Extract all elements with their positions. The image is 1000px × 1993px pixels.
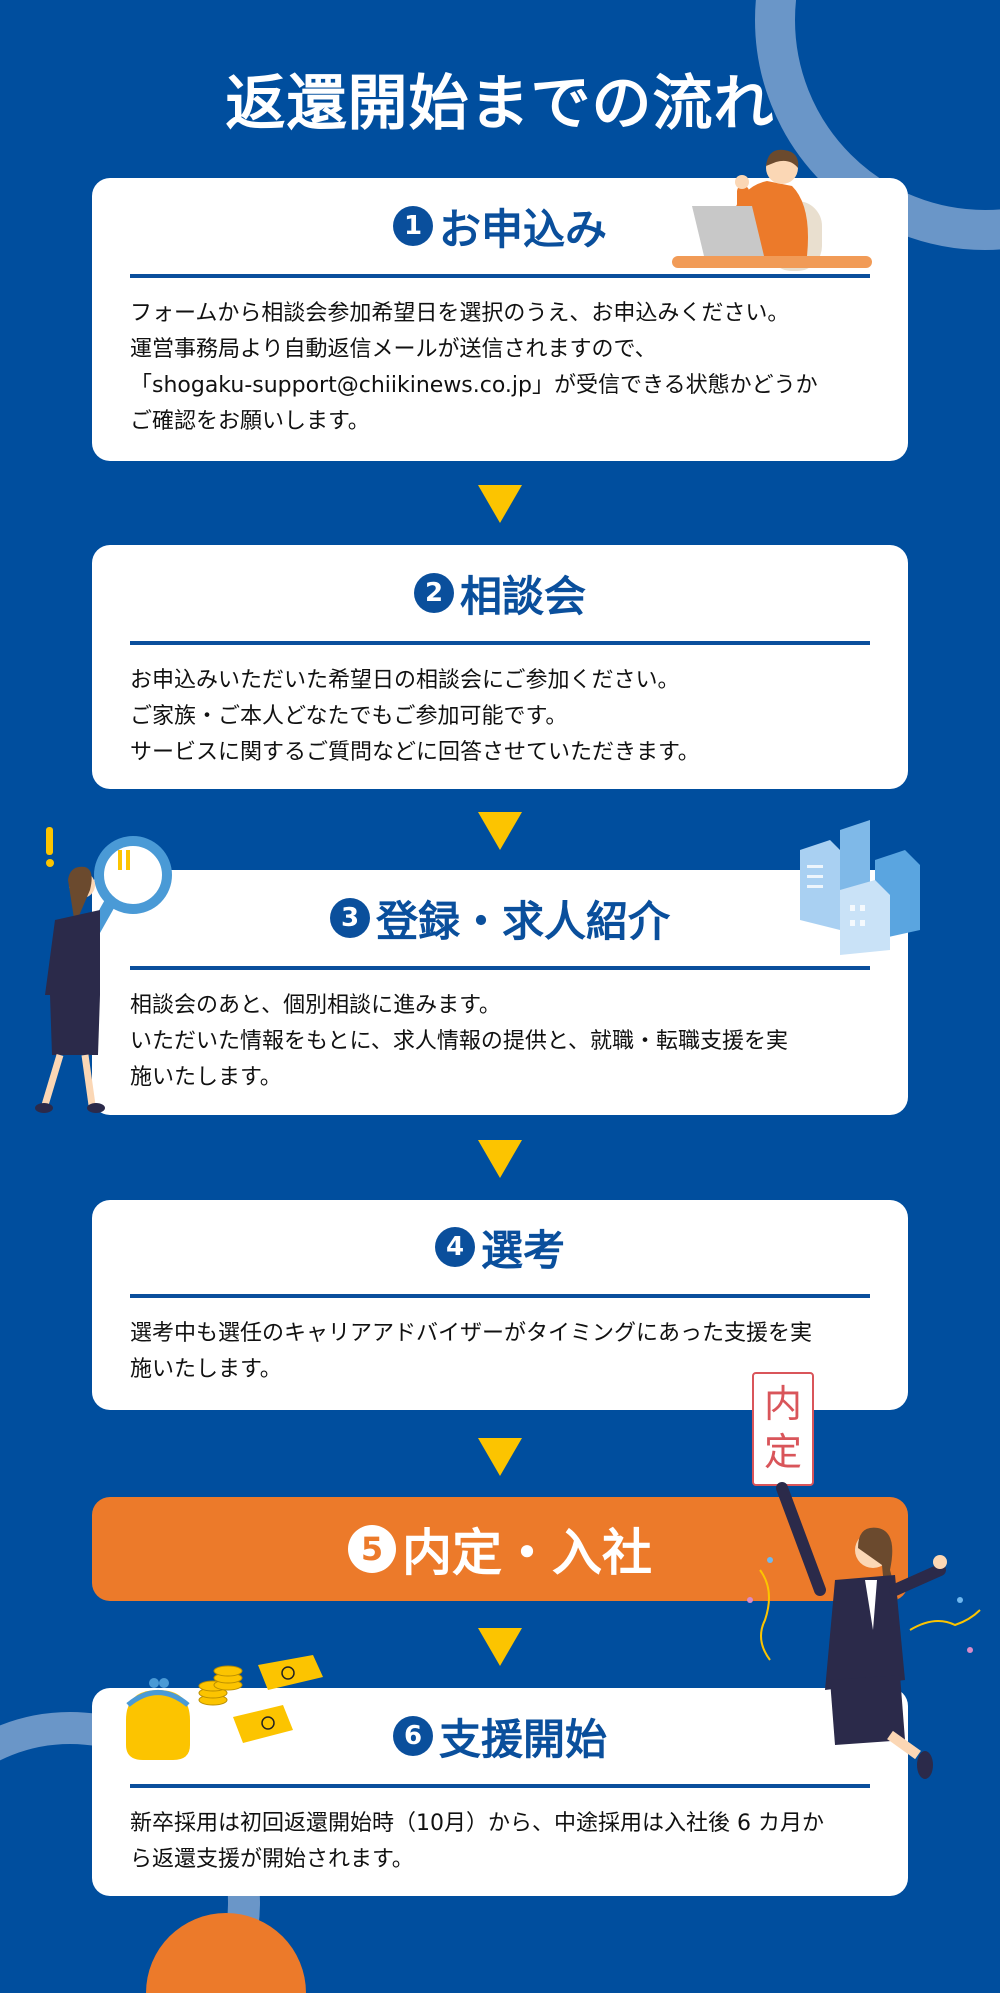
description-line: ご家族・ご本人どなたでもご参加可能です。 bbox=[130, 704, 568, 729]
decorative-orange-circle bbox=[146, 1913, 306, 1993]
flow-arrow-down-icon bbox=[478, 812, 522, 850]
step-heading: 2 相談会 bbox=[130, 545, 870, 645]
step-description: 新卒採用は初回返還開始時（10月）から、中途採用は入社後 6 カ月か ら返還支援… bbox=[130, 1788, 870, 1878]
step-number-badge: 3 bbox=[329, 898, 370, 938]
step-card-1: 1 お申込み フォームから相談会参加希望日を選択のうえ、お申込みください。 運営… bbox=[92, 149, 908, 461]
step-description: 相談会のあと、個別相談に進みます。 いただいた情報をもとに、求人情報の提供と、就… bbox=[130, 970, 870, 1096]
step-title: 選考 bbox=[480, 1225, 565, 1275]
description-line: 「shogaku-support@chiikinews.co.jp」が受信できる… bbox=[130, 373, 818, 398]
step-number-badge: 6 bbox=[392, 1716, 433, 1756]
description-line: 選考中も選任のキャリアアドバイザーがタイミングにあった支援を実 bbox=[130, 1321, 813, 1346]
step-description: お申込みいただいた希望日の相談会にご参加ください。 ご家族・ご本人どなたでもご参… bbox=[130, 645, 870, 771]
step-card-4: 4 選考 選考中も選任のキャリアアドバイザーがタイミングにあった支援を実 施いた… bbox=[92, 1200, 908, 1410]
step-card-2: 2 相談会 お申込みいただいた希望日の相談会にご参加ください。 ご家族・ご本人ど… bbox=[92, 545, 908, 789]
description-line: サービスに関するご質問などに回答させていただきます。 bbox=[130, 740, 700, 765]
description-line: 相談会のあと、個別相談に進みます。 bbox=[130, 993, 501, 1018]
step-title: 相談会 bbox=[459, 571, 586, 621]
step-card-6: 6 支援開始 新卒採用は初回返還開始時（10月）から、中途採用は入社後 6 カ月… bbox=[92, 1688, 908, 1896]
description-line: フォームから相談会参加希望日を選択のうえ、お申込みください。 bbox=[130, 301, 790, 326]
step-title: お申込み bbox=[438, 204, 607, 254]
step-number-badge: 2 bbox=[413, 573, 454, 613]
step-heading: 3 登録・求人紹介 bbox=[130, 870, 870, 970]
page-title: 返還開始までの流れ bbox=[225, 69, 775, 139]
step-description: 選考中も選任のキャリアアドバイザーがタイミングにあった支援を実 施いたします。 bbox=[130, 1298, 870, 1388]
step-title: 登録・求人紹介 bbox=[375, 896, 670, 946]
step-heading: 6 支援開始 bbox=[130, 1688, 870, 1788]
step-card-5: 5 内定・入社 bbox=[92, 1497, 908, 1601]
step-description: フォームから相談会参加希望日を選択のうえ、お申込みください。 運営事務局より自動… bbox=[130, 278, 870, 440]
description-line: 運営事務局より自動返信メールが送信されますので、 bbox=[130, 337, 657, 362]
step-heading: 4 選考 bbox=[130, 1200, 870, 1298]
description-line: いただいた情報をもとに、求人情報の提供と、就職・転職支援を実 bbox=[130, 1029, 789, 1054]
description-line: ご確認をお願いします。 bbox=[130, 409, 370, 434]
step-heading: 1 お申込み bbox=[130, 178, 870, 278]
description-line: 施いたします。 bbox=[130, 1357, 282, 1382]
description-line: お申込みいただいた希望日の相談会にご参加ください。 bbox=[130, 668, 680, 693]
description-line: 施いたします。 bbox=[130, 1065, 282, 1090]
description-line: 新卒採用は初回返還開始時（10月）から、中途採用は入社後 6 カ月か bbox=[130, 1811, 824, 1836]
step-title: 内定・入社 bbox=[402, 1524, 652, 1582]
flow-arrow-down-icon bbox=[478, 1628, 522, 1666]
flow-arrow-down-icon bbox=[478, 1438, 522, 1476]
description-line: ら返還支援が開始されます。 bbox=[130, 1847, 414, 1872]
flow-arrow-down-icon bbox=[478, 485, 522, 523]
step-card-3: 3 登録・求人紹介 相談会のあと、個別相談に進みます。 いただいた情報をもとに、… bbox=[92, 870, 908, 1115]
step-title: 支援開始 bbox=[438, 1714, 607, 1764]
flow-arrow-down-icon bbox=[478, 1140, 522, 1178]
step-number-badge: 1 bbox=[392, 206, 433, 246]
step-number-badge: 4 bbox=[434, 1227, 475, 1267]
step-number-badge: 5 bbox=[348, 1525, 396, 1573]
